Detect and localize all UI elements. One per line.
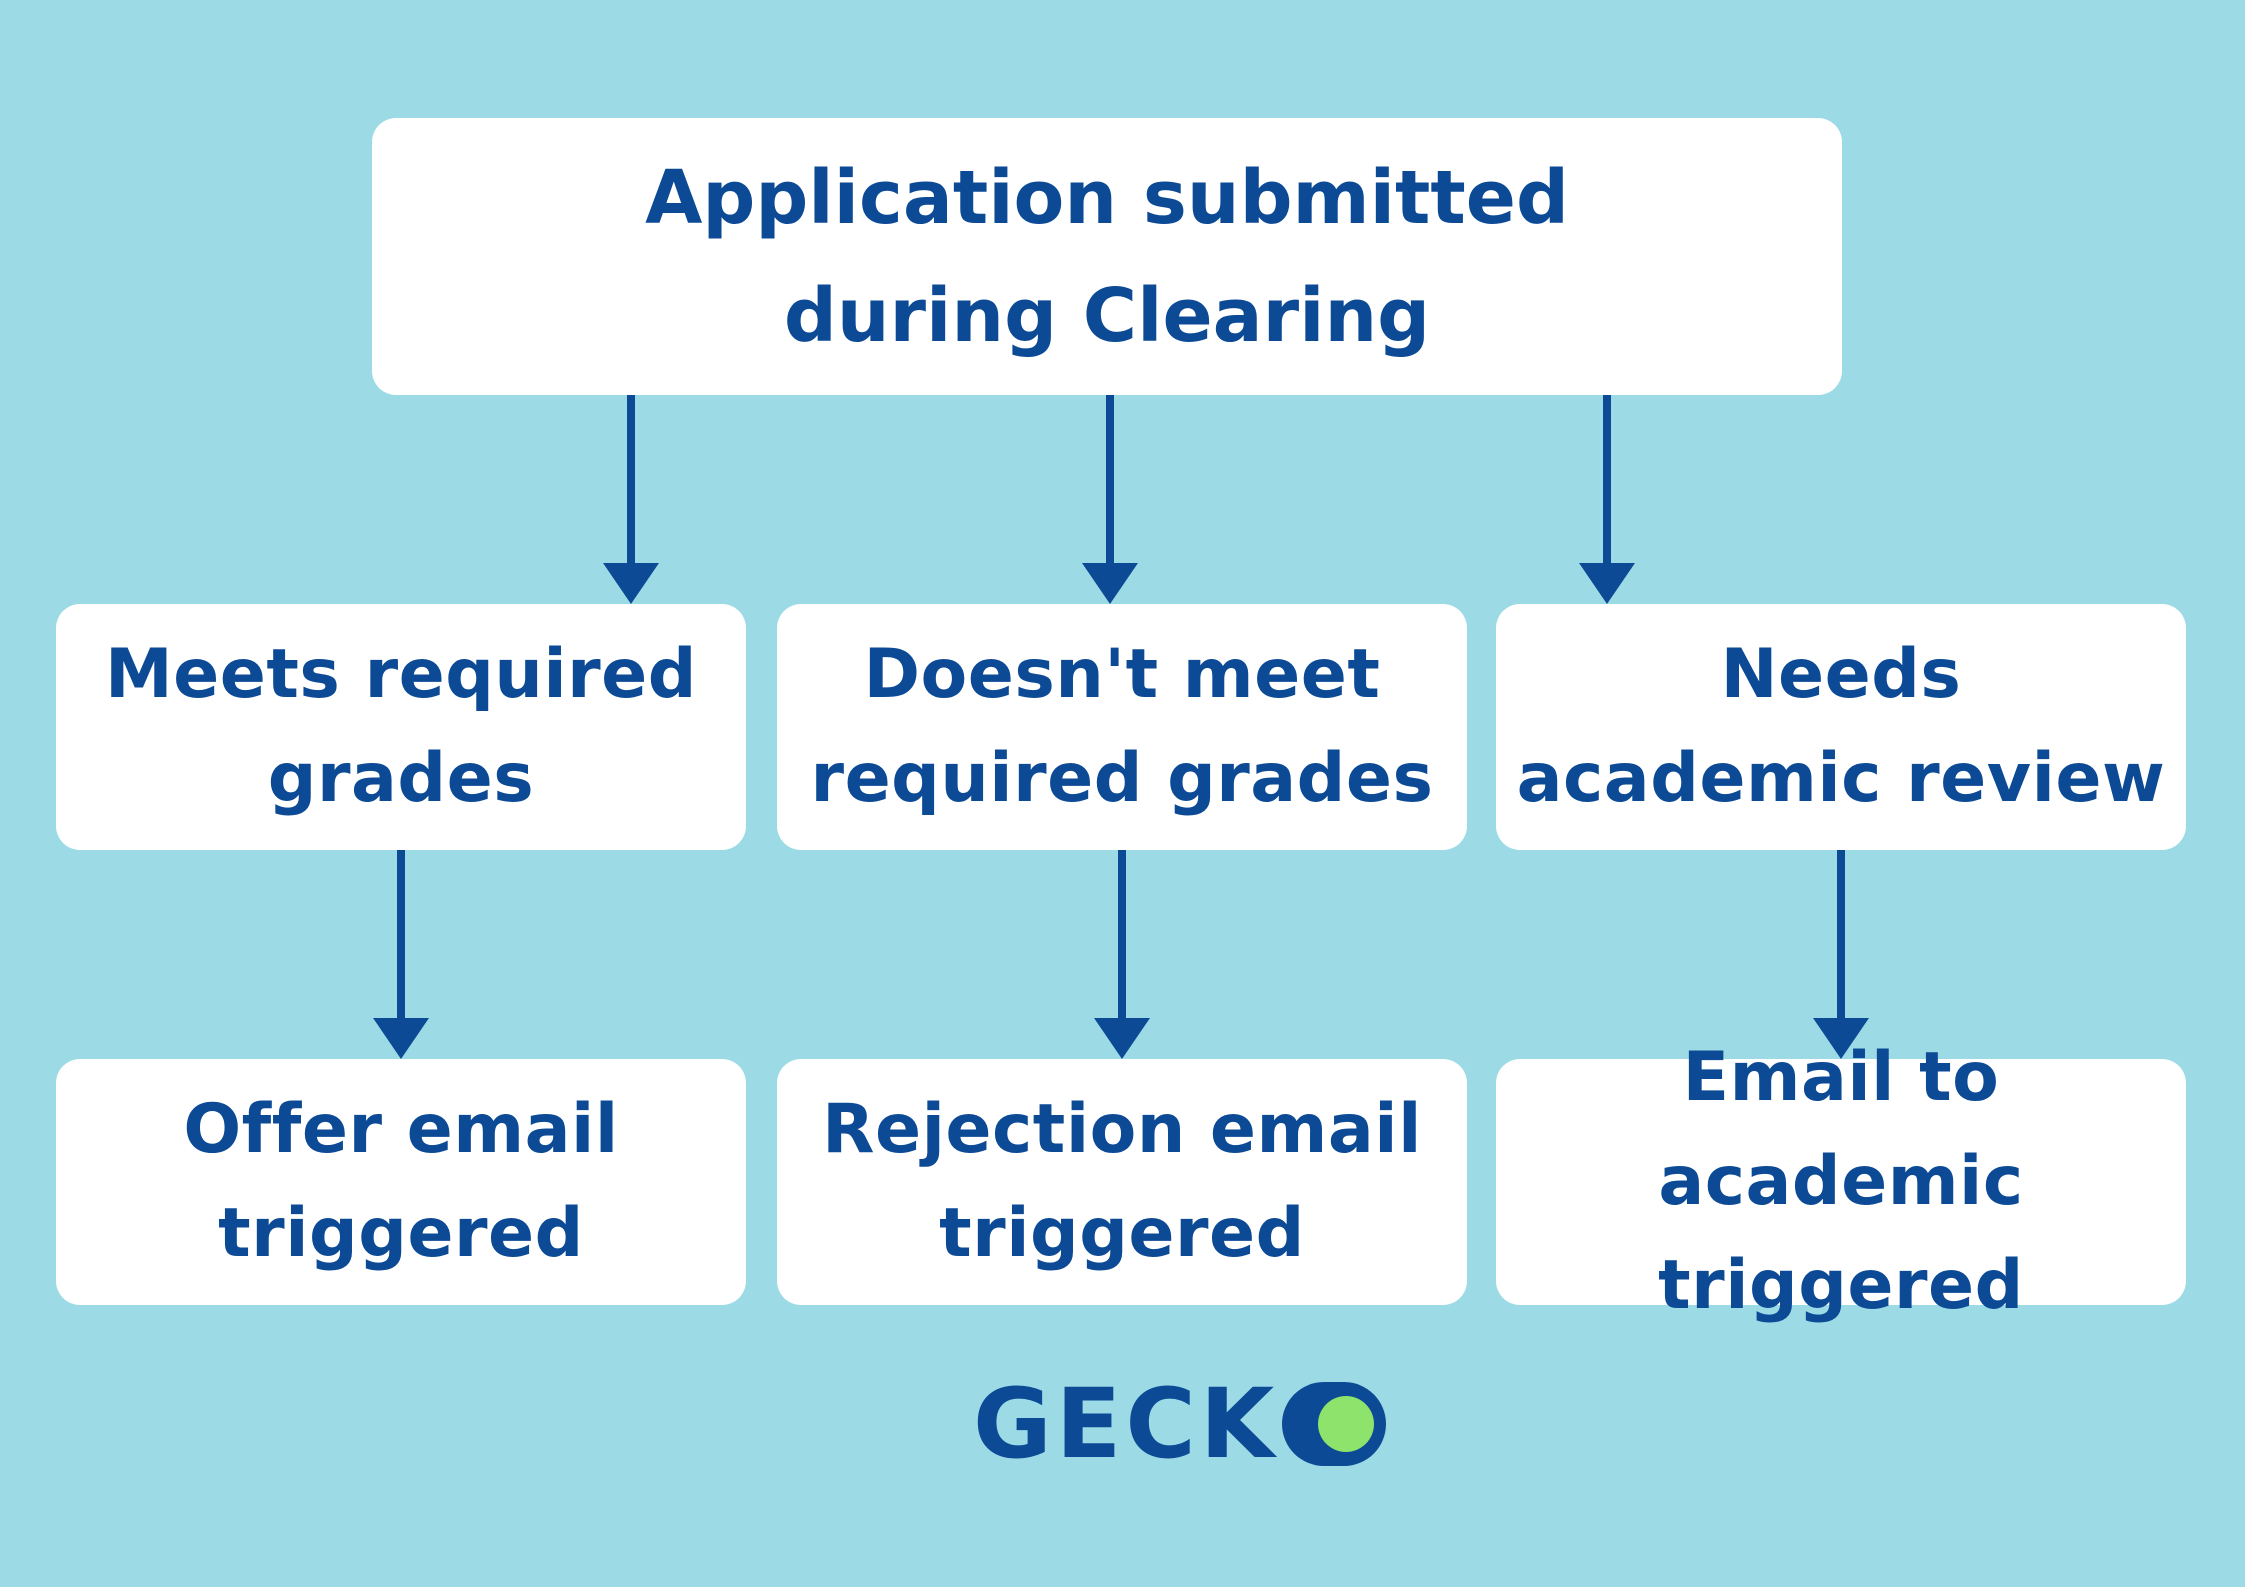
gecko-logo: GECK: [973, 1368, 1387, 1480]
condition-label: Meets required grades: [105, 635, 697, 818]
root-node: Application submitted during Clearing: [372, 118, 1842, 395]
outcome-node-academic-email: Email to academic triggered: [1496, 1038, 2186, 1325]
outcome-node-offer-email: Offer email triggered: [56, 1059, 746, 1305]
arrowhead-6: [1813, 1018, 1869, 1059]
toggle-circle-icon: [1282, 1382, 1387, 1466]
condition-label: Needs academic review: [1516, 635, 2166, 818]
arrowhead-3: [1579, 563, 1635, 604]
outcome-label: Offer email triggered: [183, 1090, 619, 1273]
logo-text: GECK: [973, 1368, 1279, 1480]
outcome-label: Rejection email triggered: [822, 1090, 1422, 1273]
condition-label: Doesn't meet required grades: [810, 635, 1434, 818]
condition-node-academic-review: Needs academic review: [1496, 604, 2186, 850]
arrowhead-2: [1082, 563, 1138, 604]
root-node-label: Application submitted during Clearing: [645, 154, 1569, 359]
arrowhead-4: [373, 1018, 429, 1059]
outcome-node-rejection-email: Rejection email triggered: [777, 1059, 1467, 1305]
arrowhead-1: [603, 563, 659, 604]
outcome-label: Email to academic triggered: [1658, 1038, 2024, 1325]
condition-node-doesnt-meet-grades: Doesn't meet required grades: [777, 604, 1467, 850]
logo-dot: [1318, 1396, 1375, 1452]
arrowhead-5: [1094, 1018, 1150, 1059]
condition-node-meets-grades: Meets required grades: [56, 604, 746, 850]
